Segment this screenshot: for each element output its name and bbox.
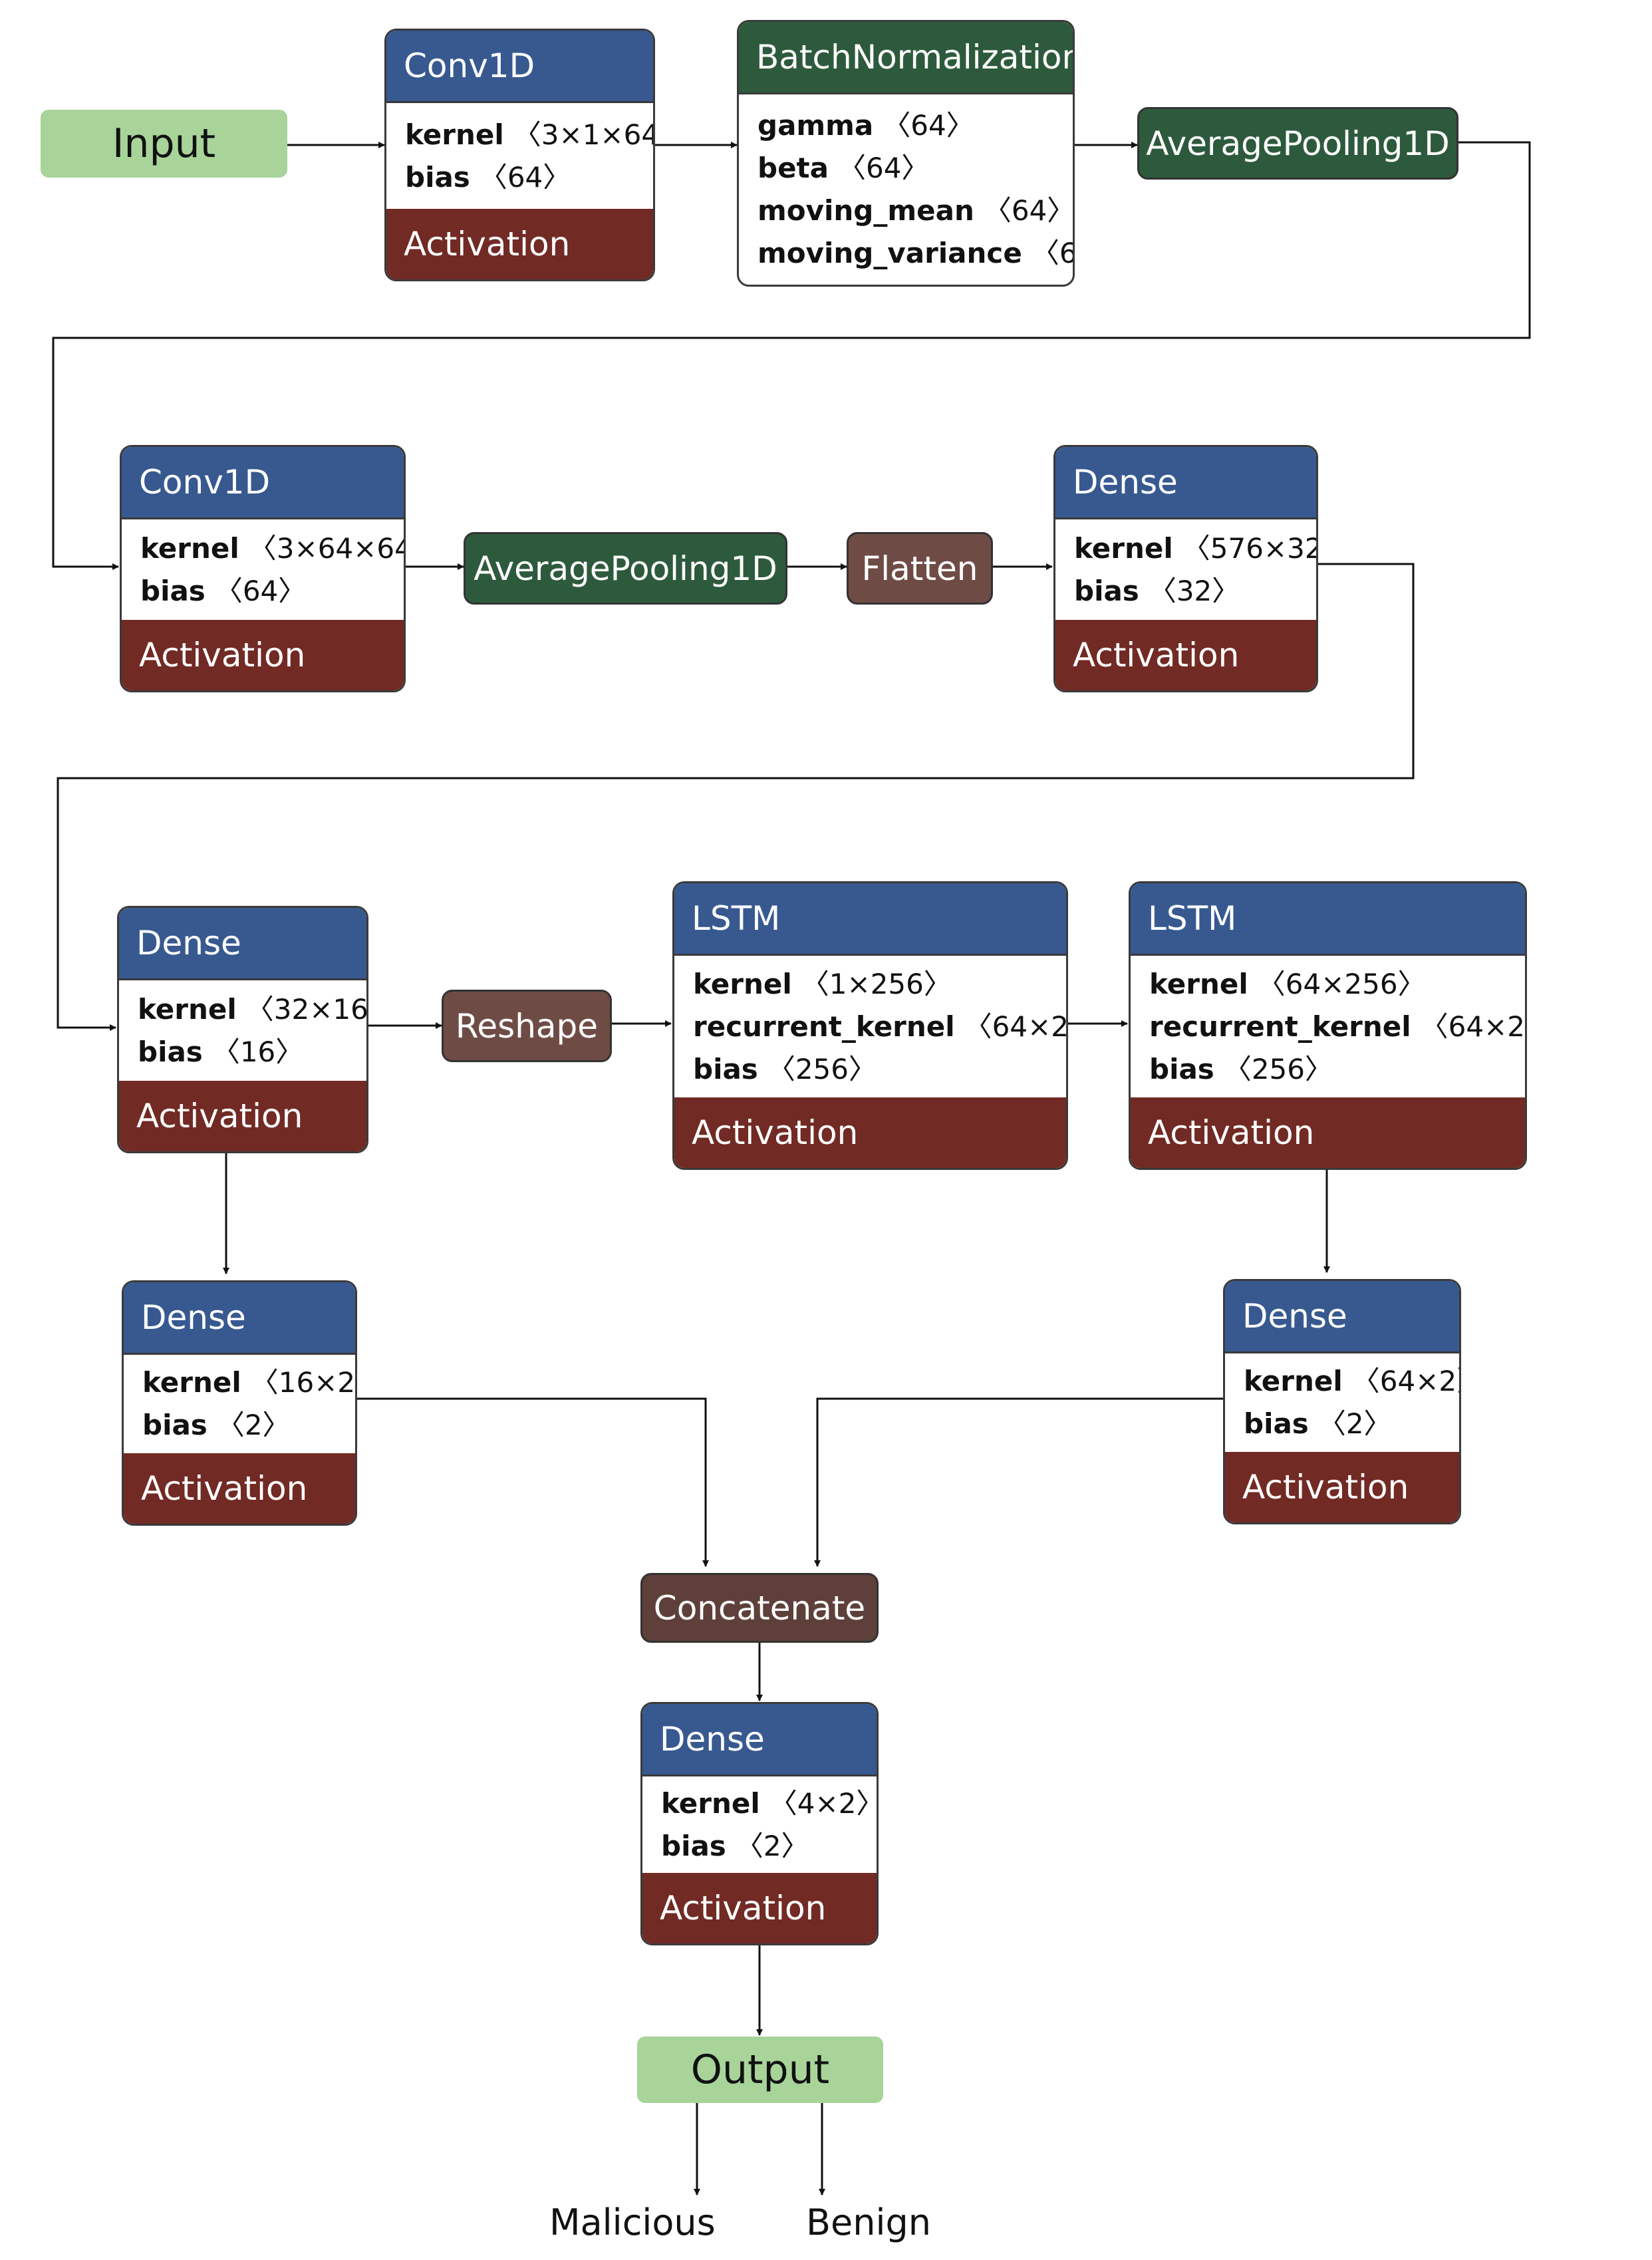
edge-dense4-concat [814,1397,1223,1567]
param-row: kernel〈64×2〉 [1244,1365,1459,1397]
param-row: beta〈64〉 [757,152,930,184]
activation-bar: Activation [642,1873,877,1943]
edge-dense1-dense2 [57,563,1415,1031]
edge-avgpool1-conv2 [52,141,1531,570]
param-row: kernel〈1×256〉 [693,967,952,1000]
dense-layer-2: Dense kernel〈32×16〉 bias〈16〉 Activation [117,906,368,1153]
param-row: bias〈32〉 [1074,574,1240,607]
reshape-layer: Reshape [442,990,612,1062]
batchnorm-layer: BatchNormalization gamma〈64〉 beta〈64〉 mo… [737,20,1075,287]
param-row: kernel〈576×32〉 [1074,531,1316,565]
param-row: bias〈16〉 [138,1035,304,1068]
layer-title: Conv1D [122,447,404,517]
layer-title: Dense [124,1282,355,1353]
lstm-layer-2: LSTM kernel〈64×256〉 recurrent_kernel〈64×… [1129,881,1527,1170]
avgpool-layer-1: AveragePooling1D [1137,107,1458,180]
layer-label: AveragePooling1D [474,549,777,588]
layer-title: LSTM [674,883,1066,954]
param-row: kernel〈3×64×64〉 [140,531,404,565]
activation-bar: Activation [1055,620,1316,690]
malicious-label: Malicious [549,2201,716,2243]
layer-title: Dense [1055,447,1316,517]
param-row: kernel〈64×256〉 [1149,967,1426,1000]
layer-params: kernel〈3×64×64〉 bias〈64〉 [122,517,404,620]
layer-params: kernel〈3×1×64〉 bias〈64〉 [386,101,653,209]
layer-label: Reshape [455,1006,599,1046]
activation-bar: Activation [674,1097,1066,1168]
param-row: kernel〈16×2〉 [142,1366,356,1399]
param-row: bias〈2〉 [1244,1407,1392,1440]
param-row: recurrent_kernel〈64×256〉 [693,1010,1068,1043]
flatten-layer: Flatten [847,532,993,605]
activation-bar: Activation [1225,1452,1459,1522]
layer-title: Dense [119,908,366,978]
conv1d-layer-2: Conv1D kernel〈3×64×64〉 bias〈64〉 Activati… [120,445,406,692]
layer-title: Conv1D [386,31,653,101]
avgpool-layer-2: AveragePooling1D [464,532,787,605]
layer-params: kernel〈1×256〉 recurrent_kernel〈64×256〉 b… [674,954,1066,1097]
layer-params: kernel〈16×2〉 bias〈2〉 [124,1353,355,1453]
layer-title: LSTM [1131,883,1525,954]
concatenate-layer: Concatenate [640,1573,879,1643]
layer-label: AveragePooling1D [1146,124,1450,163]
activation-bar: Activation [122,620,404,690]
param-row: bias〈256〉 [693,1052,877,1085]
layer-params: gamma〈64〉 beta〈64〉 moving_mean〈64〉 movin… [739,92,1073,285]
param-row: moving_mean〈64〉 [757,194,1075,227]
layer-title: BatchNormalization [739,22,1073,92]
conv1d-layer-1: Conv1D kernel〈3×1×64〉 bias〈64〉 Activatio… [384,29,655,281]
layer-title: Dense [1225,1281,1459,1351]
output-label: Output [690,2047,830,2093]
param-row: bias〈2〉 [142,1409,291,1441]
input-label: Input [112,120,216,167]
layer-title: Dense [642,1704,877,1774]
edge-dense3-concat [357,1397,709,1567]
dense-layer-3: Dense kernel〈16×2〉 bias〈2〉 Activation [122,1280,357,1526]
dense-layer-4: Dense kernel〈64×2〉 bias〈2〉 Activation [1223,1279,1461,1524]
layer-params: kernel〈32×16〉 bias〈16〉 [119,978,366,1081]
param-row: recurrent_kernel〈64×256〉 [1149,1010,1526,1043]
param-row: bias〈64〉 [405,160,571,194]
activation-bar: Activation [386,209,653,279]
input-node: Input [41,110,287,178]
param-row: gamma〈64〉 [757,109,974,142]
param-row: moving_variance〈64〉 [757,237,1075,269]
param-row: bias〈2〉 [661,1829,809,1862]
activation-bar: Activation [124,1453,355,1524]
activation-bar: Activation [119,1081,366,1151]
output-node: Output [637,2037,883,2103]
dense-layer-1: Dense kernel〈576×32〉 bias〈32〉 Activation [1053,445,1318,692]
layer-params: kernel〈4×2〉 bias〈2〉 [642,1774,877,1873]
param-row: kernel〈32×16〉 [138,992,368,1026]
layer-params: kernel〈576×32〉 bias〈32〉 [1055,517,1316,620]
layer-label: Flatten [861,549,978,588]
param-row: kernel〈3×1×64〉 [405,118,653,151]
layer-params: kernel〈64×256〉 recurrent_kernel〈64×256〉 … [1131,954,1525,1097]
layer-params: kernel〈64×2〉 bias〈2〉 [1225,1351,1459,1452]
param-row: kernel〈4×2〉 [661,1786,879,1820]
param-row: bias〈64〉 [140,574,307,607]
layer-label: Concatenate [653,1588,866,1627]
activation-bar: Activation [1131,1097,1525,1168]
lstm-layer-1: LSTM kernel〈1×256〉 recurrent_kernel〈64×2… [672,881,1068,1170]
dense-layer-5: Dense kernel〈4×2〉 bias〈2〉 Activation [640,1702,879,1945]
benign-label: Benign [806,2201,931,2243]
param-row: bias〈256〉 [1149,1052,1333,1085]
